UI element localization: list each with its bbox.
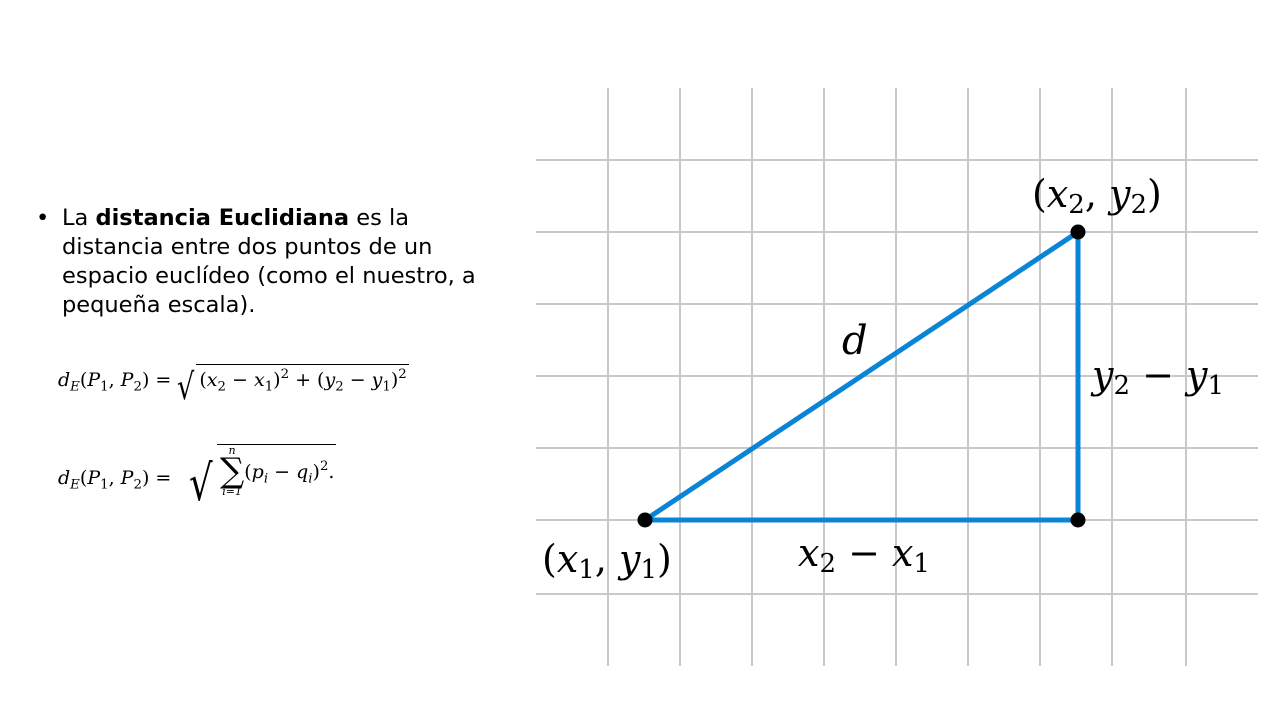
bullet-prefix: La — [62, 205, 96, 231]
horizontal-leg-label: x2 − x1 — [798, 531, 930, 579]
bullet-rest: es la distancia entre dos puntos de un e… — [62, 205, 476, 318]
bullet-text: La distancia Euclidiana es la distancia … — [62, 204, 476, 320]
formula-euclidean-nd: dE(P1, P2) = √n∑i=1(pi − qi)2. — [58, 440, 337, 508]
right-triangle — [642, 229, 1081, 523]
bullet-bold-term: distancia Euclidiana — [95, 205, 350, 231]
bullet-paragraph: • La distancia Euclidiana es la distanci… — [36, 204, 476, 320]
hypotenuse-line — [642, 229, 1081, 523]
points — [637, 224, 1086, 528]
hypotenuse-label: d — [842, 318, 868, 364]
right-angle-point — [1070, 512, 1086, 528]
diagram-labels: (x2, y2) (x1, y1) d x2 − x1 y2 − y1 — [542, 172, 1224, 585]
point-2 — [1070, 224, 1086, 240]
formula-euclidean-2d: dE(P1, P2) = √(x2 − x1)2 + (y2 − y1)2 — [58, 364, 409, 405]
point1-label: (x1, y1) — [542, 537, 672, 585]
formula-radicand: (x2 − x1)2 + (y2 − y1)2 — [196, 364, 409, 395]
formula-radicand-2: n∑i=1(pi − qi)2. — [216, 444, 337, 499]
bullet-marker: • — [36, 205, 50, 231]
formula-lhs-2: dE(P1, P2) = — [58, 467, 178, 493]
formula-lhs: dE(P1, P2) = — [58, 368, 178, 395]
point2-label: (x2, y2) — [1032, 172, 1162, 220]
point-1 — [637, 512, 653, 528]
sqrt-radical-2: √n∑i=1(pi − qi)2. — [189, 444, 337, 513]
sqrt-radical: √(x2 − x1)2 + (y2 − y1)2 — [177, 364, 409, 408]
summation: n∑i=1 — [219, 444, 245, 498]
vertical-leg-label: y2 − y1 — [1090, 353, 1224, 401]
